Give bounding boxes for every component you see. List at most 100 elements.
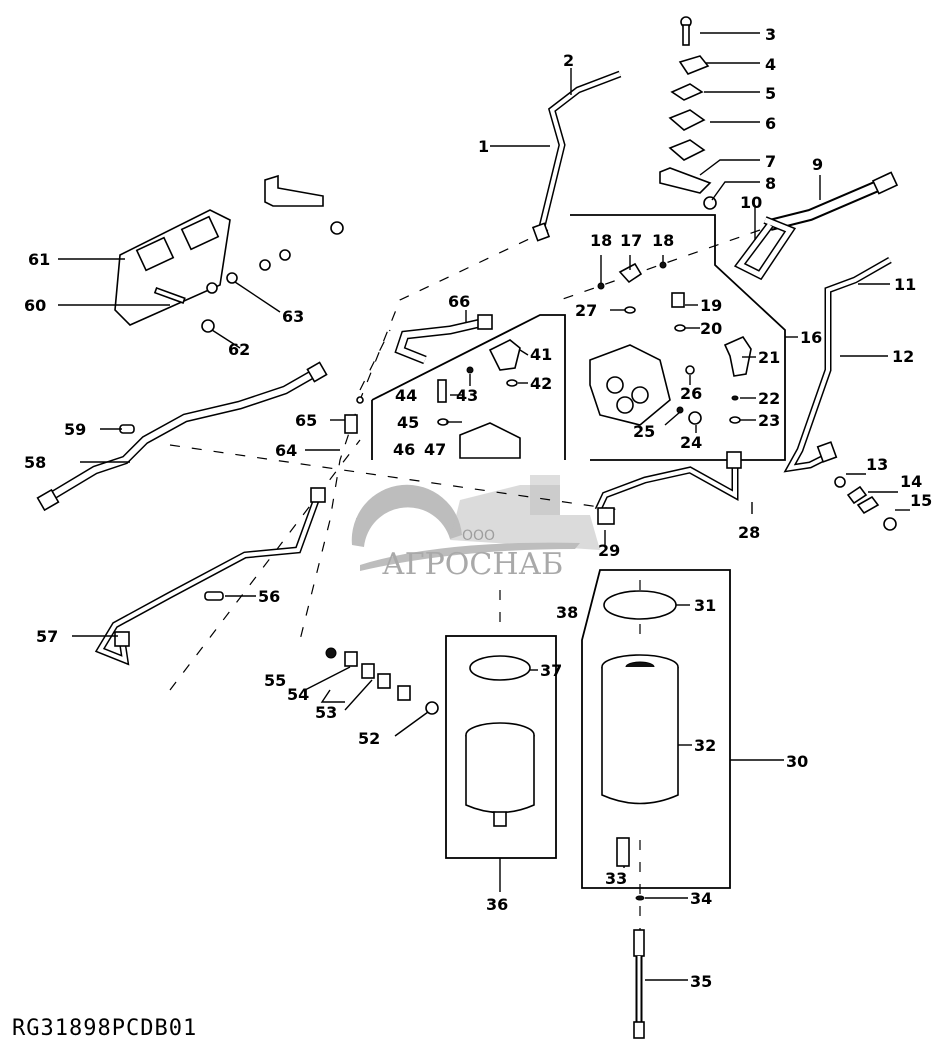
- label-46: 46: [393, 440, 415, 459]
- assembly-box-30: [581, 569, 731, 889]
- label-21: 21: [758, 348, 780, 367]
- label-27: 27: [575, 301, 597, 320]
- label-11: 11: [894, 275, 916, 294]
- label-18-second: 18: [652, 231, 674, 250]
- fuel-line-35: [633, 929, 645, 1039]
- dash-line: [169, 444, 621, 511]
- fitting-65: [344, 414, 358, 434]
- label-63: 63: [282, 307, 304, 326]
- label-35: 35: [690, 972, 712, 991]
- label-15: 15: [910, 491, 932, 510]
- label-65: 65: [295, 411, 317, 430]
- label-19: 19: [700, 296, 722, 315]
- dash-line: [299, 229, 549, 641]
- label-1: 1: [478, 137, 489, 156]
- clamp-12-15: [834, 476, 897, 531]
- fuel-line-11: [783, 256, 892, 473]
- part-labels: 1 2 3 4 5 6 7 8 9 10 11 12 13 14 15 16 1…: [24, 25, 932, 991]
- label-26: 26: [680, 384, 702, 403]
- label-5: 5: [765, 84, 776, 103]
- label-10: 10: [740, 193, 762, 212]
- fuel-line-66: [394, 314, 493, 365]
- label-62: 62: [228, 340, 250, 359]
- label-34: 34: [690, 889, 712, 908]
- pin-59: [119, 424, 135, 434]
- filter-bowl-36: [465, 655, 535, 827]
- fittings-41-47: [437, 339, 521, 459]
- dash-line: [169, 439, 361, 691]
- label-66: 66: [448, 292, 470, 311]
- combine-harvester-icon: [450, 485, 600, 550]
- drawing-code: RG31898PCDB01: [12, 1016, 198, 1041]
- label-14: 14: [900, 472, 922, 491]
- field-stripe: [360, 542, 580, 571]
- label-31: 31: [694, 596, 716, 615]
- gear-icon: [351, 484, 462, 547]
- label-38: 38: [556, 603, 578, 622]
- o-ring-64: [356, 396, 364, 404]
- label-18: 18: [590, 231, 612, 250]
- label-23: 23: [758, 411, 780, 430]
- leader-lines: [58, 32, 910, 981]
- fuel-line-28: [594, 451, 742, 525]
- pin-56: [204, 591, 224, 601]
- fuel-line-58: [36, 361, 328, 512]
- gear-teeth: [356, 488, 420, 528]
- dash-line: [559, 229, 761, 301]
- label-59: 59: [64, 420, 86, 439]
- assembly-box-36: [445, 635, 557, 859]
- label-41: 41: [530, 345, 552, 364]
- label-13: 13: [866, 455, 888, 474]
- cover-plate-61: [114, 209, 231, 326]
- label-57: 57: [36, 627, 58, 646]
- bracket: [264, 174, 324, 207]
- label-28: 28: [738, 523, 760, 542]
- cap-screws-63: [153, 249, 291, 333]
- label-24: 24: [680, 433, 702, 452]
- label-44: 44: [395, 386, 417, 405]
- label-29: 29: [598, 541, 620, 560]
- label-3: 3: [765, 25, 776, 44]
- label-32: 32: [694, 736, 716, 755]
- filter-head: [589, 261, 752, 426]
- label-56: 56: [258, 587, 280, 606]
- fuel-line-57: [94, 487, 326, 666]
- harvester-cab: [530, 475, 560, 515]
- filter-element-30: [601, 590, 679, 901]
- label-58: 58: [24, 453, 46, 472]
- watermark-prefix: ООО: [462, 528, 495, 544]
- fuel-line-1: [531, 70, 622, 242]
- label-9: 9: [812, 155, 823, 174]
- clamp-52-55: [325, 647, 439, 715]
- assembly-box-16: [570, 214, 786, 461]
- label-30: 30: [786, 752, 808, 771]
- fuel-line-9: [733, 171, 899, 281]
- label-36: 36: [486, 895, 508, 914]
- label-20: 20: [700, 319, 722, 338]
- label-43: 43: [456, 386, 478, 405]
- label-2: 2: [563, 51, 574, 70]
- label-42: 42: [530, 374, 552, 393]
- label-61: 61: [28, 250, 50, 269]
- watermark-name: АГРОСНАБ: [382, 547, 563, 582]
- label-37: 37: [540, 661, 562, 680]
- label-45: 45: [397, 413, 419, 432]
- clamp-stack: [659, 16, 717, 210]
- label-54: 54: [287, 685, 309, 704]
- assembly-dashed-lines: [169, 229, 761, 930]
- label-53: 53: [315, 703, 337, 722]
- label-33: 33: [605, 869, 627, 888]
- label-25: 25: [633, 422, 655, 441]
- label-16: 16: [800, 328, 822, 347]
- label-17: 17: [620, 231, 642, 250]
- label-12: 12: [892, 347, 914, 366]
- label-7: 7: [765, 152, 776, 171]
- label-47: 47: [424, 440, 446, 459]
- watermark-logo: ООО АГРОСНАБ: [351, 475, 600, 582]
- cap-screw: [330, 221, 344, 235]
- label-4: 4: [765, 55, 776, 74]
- label-52: 52: [358, 729, 380, 748]
- label-64: 64: [275, 441, 297, 460]
- label-6: 6: [765, 114, 776, 133]
